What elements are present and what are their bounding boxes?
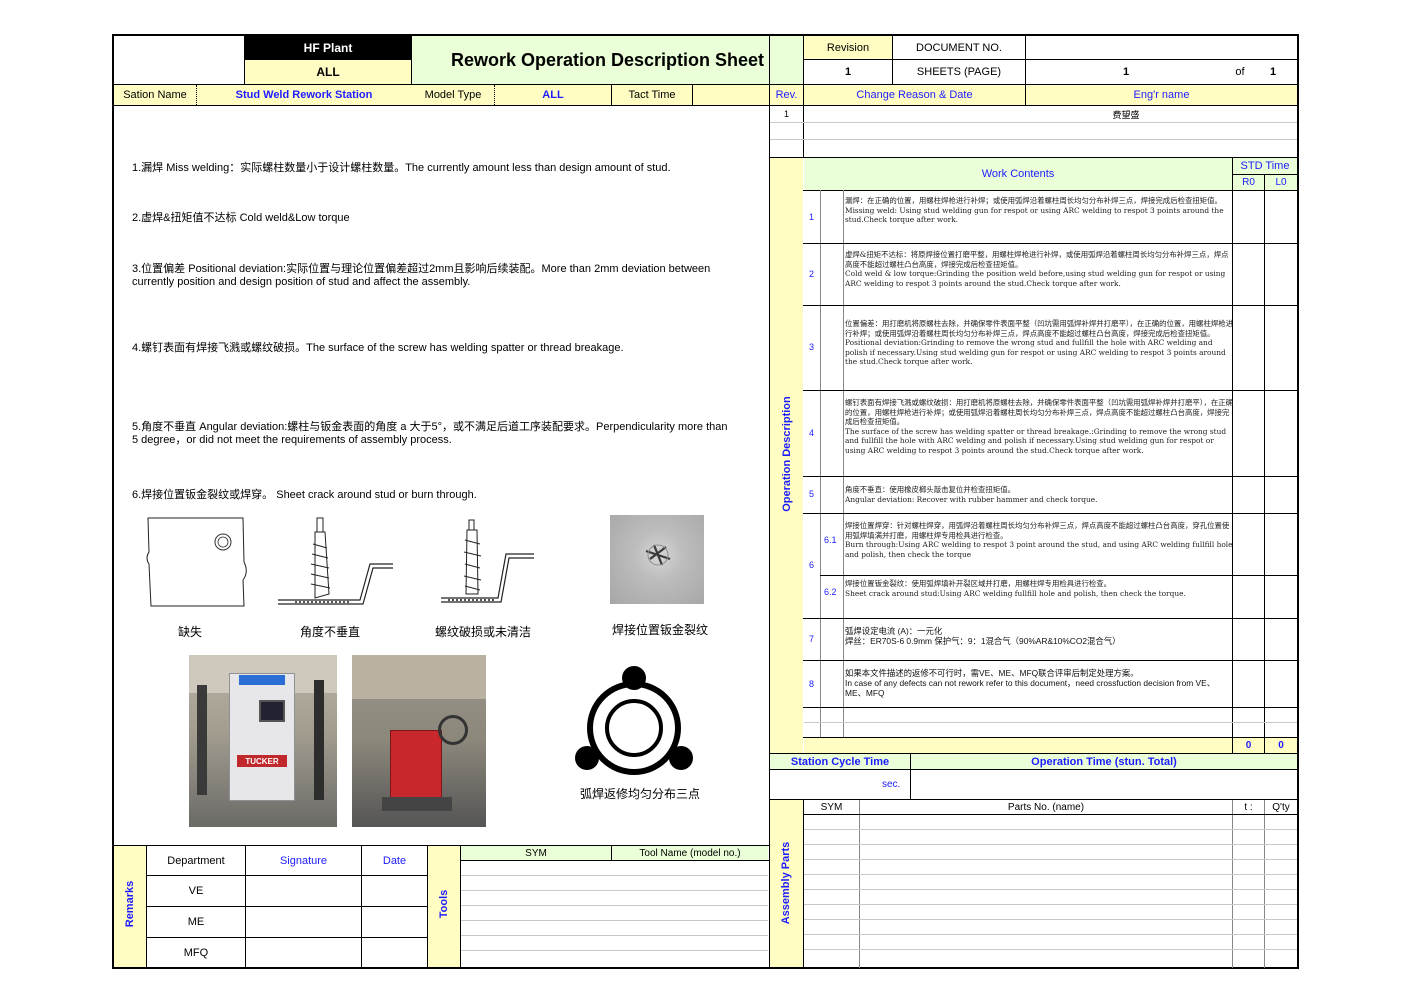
step-subnumber: 6.2 — [824, 587, 837, 597]
step-number: 5 — [809, 489, 815, 499]
tools-sym-header: SYM — [461, 846, 611, 860]
docno-label: DOCUMENT NO. — [916, 41, 1002, 54]
step-number: 3 — [809, 342, 815, 352]
model-type-value: ALL — [542, 89, 564, 101]
arc-welder-photo — [352, 655, 486, 827]
defect-caption: 角度不垂直 — [299, 625, 360, 639]
step-number: 1 — [809, 212, 815, 222]
issue-item: 4.螺钉表面有焊接飞溅或螺纹破损。The surface of the scre… — [132, 342, 624, 354]
tools-label: Tools — [438, 889, 450, 919]
dept-row-ve: VE — [188, 885, 204, 897]
step-text: 位置偏差：用打磨机将原螺柱去除，并确保零件表面平整（凹坑需用弧焊补焊并打磨平），… — [845, 319, 1234, 366]
engineer-header: Eng'r name — [1026, 85, 1297, 105]
step-text: 焊接位置焊穿：针对螺柱焊穿，用弧焊沿着螺柱周长均匀分布补焊三点，焊点高度不能超过… — [845, 521, 1233, 559]
station-name-value: Stud Weld Rework Station — [235, 89, 373, 101]
work-contents-header: Work Contents — [804, 158, 1232, 190]
rev-row-reason — [804, 106, 1025, 122]
operation-description-label: Operation Description — [781, 396, 793, 512]
assembly-parts-label: Assembly Parts — [780, 841, 792, 925]
tact-time-label: Tact Time — [628, 89, 676, 101]
step-subnumber: 6.1 — [824, 535, 837, 545]
parts-sym-header: SYM — [820, 801, 843, 813]
issue-item: 6.焊接位置钣金裂纹或焊穿。 Sheet crack around stud o… — [132, 489, 477, 501]
page-title: Rework Operation Description Sheet — [412, 36, 803, 84]
machine-brand-label: TUCKER — [237, 755, 287, 767]
defect-caption: 缺失 — [177, 625, 202, 639]
plant-value: ALL — [245, 60, 411, 84]
tact-time-value[interactable] — [693, 85, 768, 105]
issue-item: 2.虚焊&扭矩值不达标 Cold weld&Low torque — [132, 212, 350, 224]
sheets-value: 1 — [1122, 66, 1130, 78]
sheets-label: SHEETS (PAGE) — [916, 66, 1002, 78]
step-text: 漏焊：在正确的位置，用螺柱焊枪进行补焊；或使用弧焊沿着螺柱周长均匀分布补焊三点，… — [845, 196, 1224, 224]
stud-welder-photo: TUCKER — [189, 655, 337, 827]
angular-deviation-sketch — [278, 517, 393, 605]
sec-unit: sec. — [882, 779, 901, 790]
sheet-frame — [112, 34, 1299, 969]
model-type-label: Model Type — [424, 89, 482, 101]
step-number: 7 — [809, 634, 815, 644]
parts-name-header: Parts No. (name) — [1007, 801, 1085, 813]
date-header: Date — [382, 854, 407, 867]
remarks-label: Remarks — [124, 880, 136, 928]
step-text: 弧焊设定电流 (A)：一元化 焊丝：ER70S-6 0.9mm 保护气：9：1混… — [845, 626, 1121, 646]
step-number: 6 — [809, 560, 815, 570]
arc-caption: 弧焊返修均匀分布三点 — [579, 787, 700, 801]
signature-field[interactable] — [246, 907, 361, 937]
plant-label: HF Plant — [245, 36, 411, 59]
thread-damage-sketch — [441, 519, 534, 603]
step-text: 焊接位置钣金裂纹：使用弧焊填补开裂区域并打磨，用螺柱焊专用检具进行检查。 She… — [845, 579, 1186, 598]
signature-field[interactable] — [246, 876, 361, 906]
of-value: 1 — [1269, 66, 1277, 78]
issue-item: 3.位置偏差 Positional deviation:实际位置与理论位置偏差超… — [132, 263, 711, 288]
three-point-arc-diagram — [575, 666, 693, 775]
step-number: 4 — [809, 428, 815, 438]
rev-row-number: 1 — [783, 109, 789, 119]
missing-stud-sketch — [146, 517, 247, 607]
step-text: 如果本文件描述的返修不可行时，需VE、ME、MFQ联合评审后制定处理方案。 In… — [845, 668, 1216, 698]
change-reason-header: Change Reason & Date — [804, 85, 1025, 105]
operation-time-label: Operation Time (stun. Total) — [911, 754, 1297, 769]
crack-photo — [610, 515, 704, 604]
r0-header: R0 — [1233, 175, 1264, 190]
step-number: 8 — [809, 679, 815, 689]
dept-row-mfq: MFQ — [183, 946, 209, 959]
std-time-header: STD Time — [1233, 158, 1297, 174]
station-cycle-time-label: Station Cycle Time — [770, 754, 910, 769]
parts-t-header: t : — [1244, 801, 1253, 813]
station-name-label: Sation Name — [123, 89, 187, 101]
step-number: 2 — [809, 269, 815, 279]
defect-caption: 螺纹破损或未清洁 — [434, 625, 531, 639]
issue-item: 1.漏焊 Miss welding：实际螺柱数量小于设计螺柱数量。The cur… — [132, 162, 671, 174]
signature-header: Signature — [279, 854, 328, 867]
l0-header: L0 — [1265, 175, 1297, 190]
rev-row-engineer: 费望盛 — [1112, 109, 1140, 120]
tools-name-header: Tool Name (model no.) — [612, 846, 768, 860]
of-label: of — [1235, 66, 1245, 78]
defect-caption: 焊接位置钣金裂纹 — [611, 623, 708, 637]
revision-value: 1 — [844, 66, 852, 78]
dept-row-me: ME — [187, 916, 205, 928]
revision-label: Revision — [804, 36, 892, 59]
step-text: 螺钉表面有焊接飞溅或螺纹破损：用打磨机将原螺柱去除，并确保零件表面平整（凹坑需用… — [845, 398, 1234, 455]
step-text: 角度不垂直：使用橡皮榔头敲击复位并检查扭矩值。 Angular deviatio… — [845, 485, 1098, 504]
total-r0: 0 — [1233, 738, 1264, 753]
signature-field[interactable] — [246, 938, 361, 967]
total-l0: 0 — [1265, 738, 1297, 753]
issue-item: 5.角度不垂直 Angular deviation:螺柱与钣金表面的角度 a 大… — [132, 421, 728, 446]
parts-qty-header: Q'ty — [1272, 801, 1290, 813]
step-text: 虚焊&扭矩不达标：将原焊接位置打磨平整，用螺柱焊枪进行补焊，或使用弧焊沿着螺柱周… — [845, 250, 1229, 288]
rev-col-header: Rev. — [770, 85, 803, 105]
department-header: Department — [167, 854, 225, 867]
